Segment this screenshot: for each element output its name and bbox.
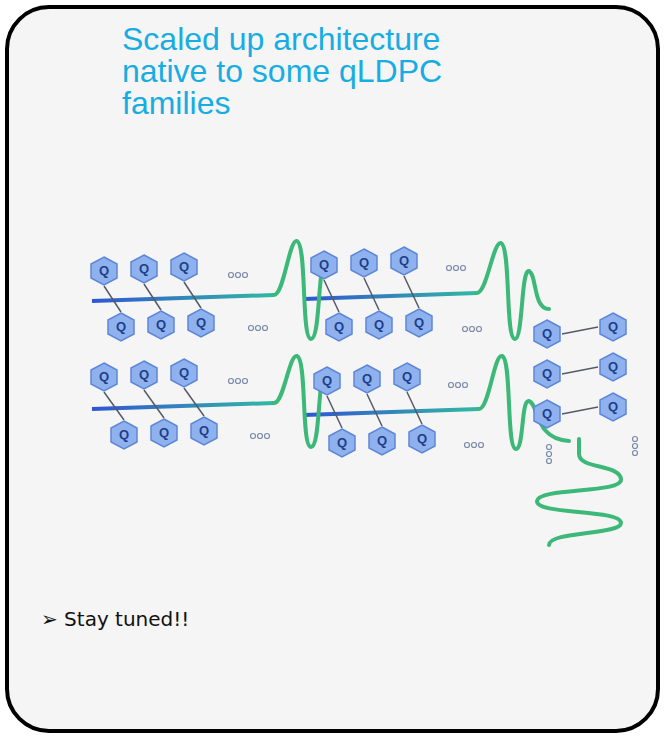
qubit-label: Q [349,248,379,278]
qubit-hexagon: Q [392,362,422,392]
qubit-label: Q [89,362,119,392]
qubit-hexagon: Q [169,252,199,282]
coupler-line [184,282,201,308]
qubit-hexagon: Q [327,428,357,458]
qubit-label: Q [598,312,628,342]
qubit-label: Q [352,364,382,394]
qubit-label: Q [146,310,176,340]
qubit-label: Q [327,428,357,458]
qubit-label: Q [189,416,219,446]
qubit-label: Q [392,362,422,392]
coupler-line [407,392,422,424]
coupler-line [324,280,339,312]
qubit-hexagon: Q [129,254,159,284]
qubit-hexagon: Q [129,360,159,390]
qubit-label: Q [407,424,437,454]
qubit-label: Q [106,312,136,342]
qubit-label: Q [532,359,562,389]
qubit-hexagon: Q [367,426,397,456]
coupler-line [562,367,598,374]
coupler-line [327,396,342,428]
qubit-hexagon: Q [169,358,199,388]
qubit-label: Q [149,418,179,448]
content-panel: Scaled up architecture native to some qL… [5,5,660,733]
qubit-hexagon: Q [532,319,562,349]
qubit-hexagon: Q [407,424,437,454]
qubit-label: Q [389,246,419,276]
coupler-line [184,388,204,416]
qubit-hexagon: Q [89,256,119,286]
qubit-label: Q [598,352,628,382]
qubit-label: Q [89,256,119,286]
qubit-hexagon: Q [352,364,382,394]
coupler-line [144,390,164,418]
qubit-label: Q [367,426,397,456]
qubit-label: Q [312,366,342,396]
qubit-hexagon: Q [349,248,379,278]
qubit-hexagon: Q [106,312,136,342]
qubit-label: Q [169,252,199,282]
qubit-hexagon: Q [598,312,628,342]
coupler-line [404,276,419,308]
qubit-hexagon: Q [532,399,562,429]
qubit-hexagon: Q [404,308,434,338]
qubit-hexagon: Q [324,312,354,342]
coupler-line [104,392,124,420]
coupler-line [104,286,121,312]
qubit-label: Q [129,254,159,284]
qubit-label: Q [404,308,434,338]
qubit-hexagon: Q [189,416,219,446]
qubit-hexagon: Q [146,310,176,340]
qubit-hexagon: Q [309,250,339,280]
qubit-hexagon: Q [532,359,562,389]
qubit-label: Q [532,399,562,429]
qubit-label: Q [109,420,139,450]
coupler-line [364,278,379,310]
qubit-label: Q [324,312,354,342]
coupler-line [144,284,161,310]
coupler-line [562,407,598,414]
qubit-label: Q [169,358,199,388]
coupler-line [367,394,382,426]
qubit-hexagon: Q [598,392,628,422]
qubit-label: Q [598,392,628,422]
qubit-hexagon: Q [109,420,139,450]
qubit-label: Q [532,319,562,349]
qubit-hexagon: Q [598,352,628,382]
coupler-line [562,327,598,334]
qubit-label: Q [309,250,339,280]
qubit-label: Q [129,360,159,390]
qubit-hexagon: Q [364,310,394,340]
qubit-label: Q [186,308,216,338]
qubit-hexagon: Q [89,362,119,392]
qubit-hexagon: Q [149,418,179,448]
qubit-hexagon: Q [389,246,419,276]
qubit-hexagon: Q [312,366,342,396]
bullet-note: ➢ Stay tuned!! [41,607,189,631]
qubit-label: Q [364,310,394,340]
qubit-hexagon: Q [186,308,216,338]
panel-title: Scaled up architecture native to some qL… [122,23,482,119]
